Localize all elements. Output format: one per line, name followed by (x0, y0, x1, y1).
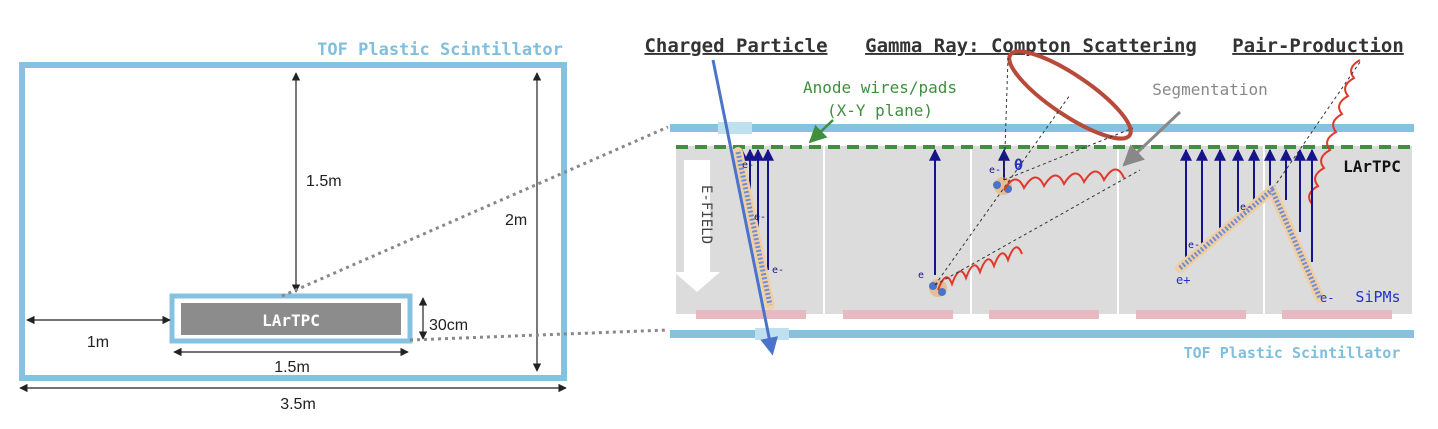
efield-label: E-FIELD (698, 185, 714, 244)
compton-atom-1-electron (938, 288, 946, 296)
zoom-connector-top (281, 125, 669, 298)
segmentation-pointer (1122, 110, 1182, 167)
compton-electron-1: e (918, 270, 924, 281)
dim-label-2m: 2m (505, 212, 527, 229)
larTPC-label-left: LArTPC (262, 311, 320, 330)
segmentation-label: Segmentation (1152, 80, 1268, 99)
pair-gamma-photon (1308, 59, 1361, 205)
anode-label-line2: (X-Y plane) (827, 101, 933, 120)
anode-pointer (808, 119, 834, 144)
dim-label-1m: 1m (87, 334, 109, 351)
segmentation-dividers (823, 146, 1265, 314)
tof-bar-bottom (670, 330, 1414, 338)
right-panel: Charged Particle Gamma Ray: Compton Scat… (644, 35, 1414, 362)
charged-particle-path (711, 59, 778, 356)
compton-atom-1-nucleus (929, 282, 937, 290)
compton-cone-edge-1 (1003, 57, 1009, 181)
efield-arrow (674, 160, 720, 292)
compton-cone-axis (934, 94, 1071, 286)
heading-charged-particle: Charged Particle (644, 35, 827, 57)
heading-compton: Gamma Ray: Compton Scattering (865, 35, 1197, 57)
larTPC-chamber (676, 146, 1412, 314)
sipm-pads (696, 310, 1392, 319)
larTPC-tof-frame (169, 293, 413, 344)
dim-label-1-5m-horizontal: 1.5m (274, 359, 310, 376)
anode-label-line1: Anode wires/pads (803, 78, 957, 97)
tof-bar-top (670, 124, 1414, 132)
pair-drift-lines (1180, 148, 1318, 262)
compton-electron-2: e- (989, 165, 1001, 176)
tof-hit-top (718, 122, 752, 134)
tof-label-right: TOF Plastic Scintillator (1184, 344, 1401, 362)
charged-electron-2: e- (754, 212, 766, 223)
tof-outer-frame (19, 62, 567, 381)
charged-electron-1: e- (742, 160, 754, 171)
pair-electron-3: e- (1240, 202, 1252, 213)
left-panel: TOF Plastic Scintillator LArTPC 1.5m 2m … (19, 40, 567, 413)
compton-cone-edge-2 (1003, 127, 1134, 181)
compton-theta: θ (1014, 156, 1023, 174)
pair-gamma-axis (1271, 61, 1361, 191)
charged-electron-3: e- (772, 265, 784, 276)
pair-electron-2: e- (1188, 240, 1200, 251)
dim-label-30cm: 30cm (429, 317, 468, 334)
pair-track-hits (1178, 185, 1323, 300)
tof-hit-bottom (755, 328, 789, 340)
larTPC-label-right: LArTPC (1343, 157, 1401, 176)
zoom-connector-bottom (409, 328, 669, 342)
compton-gamma-photon (937, 246, 1023, 291)
tof-label-left: TOF Plastic Scintillator (317, 40, 563, 60)
pair-positron: e+ (1176, 273, 1190, 287)
heading-pair-production: Pair-Production (1232, 35, 1404, 57)
larTPC-box (181, 303, 401, 335)
sipm-label: SiPMs (1355, 288, 1400, 306)
compton-scattered-photon (1003, 168, 1125, 191)
charged-track-halo (733, 147, 775, 310)
compton-ring (1007, 49, 1133, 141)
dim-label-3-5m: 3.5m (280, 396, 316, 413)
pair-electron-1: e- (1320, 291, 1334, 305)
compton-atom-2-nucleus (993, 181, 1001, 189)
dim-label-1-5m-vertical: 1.5m (306, 173, 342, 190)
